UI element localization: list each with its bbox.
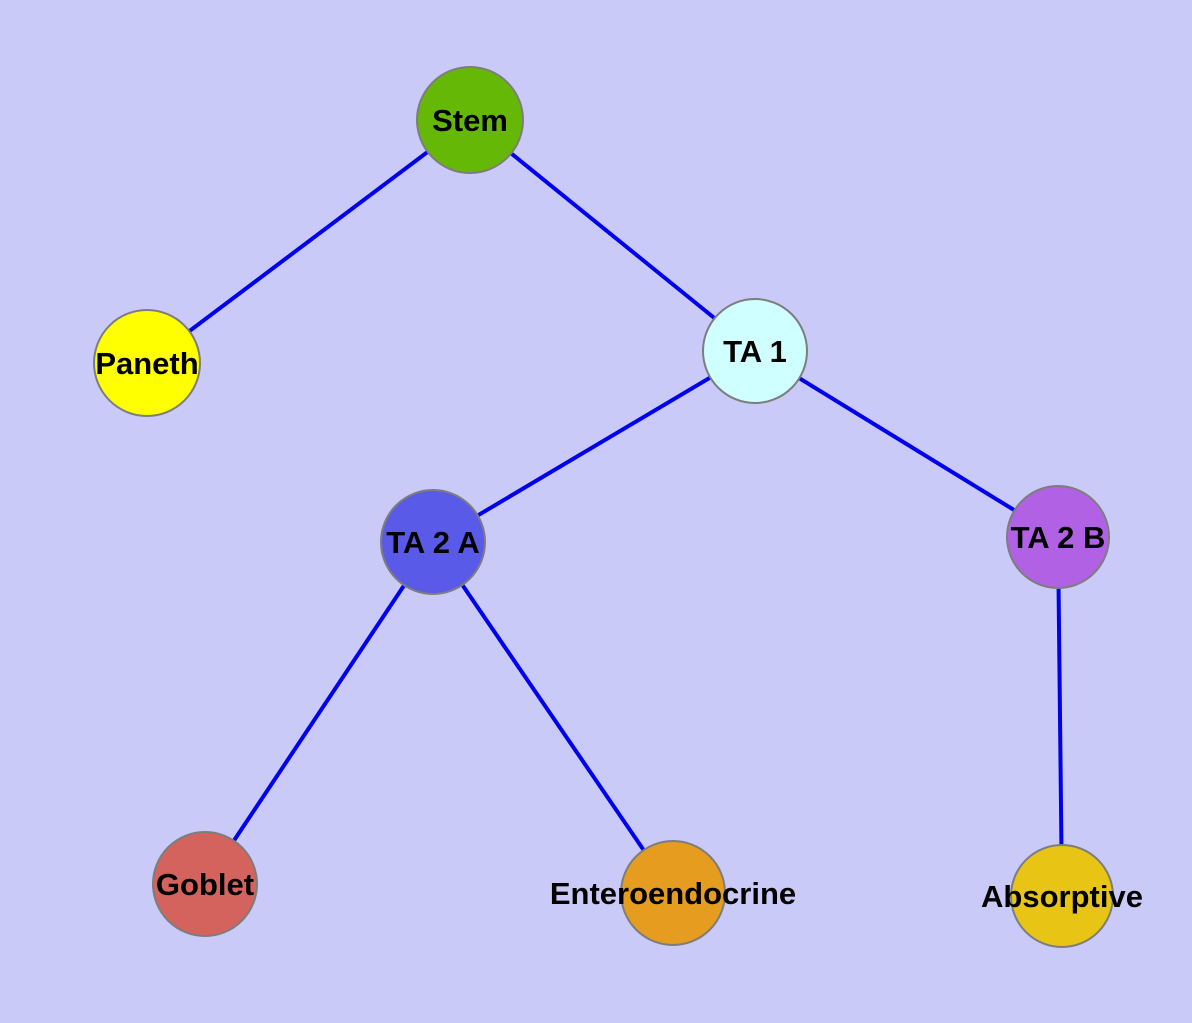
node-goblet[interactable]: Goblet: [152, 831, 258, 937]
node-label-enteroendocrine: Enteroendocrine: [550, 876, 796, 911]
edge-ta2b-absorptive: [1056, 536, 1064, 897]
node-circle-absorptive[interactable]: [1010, 844, 1114, 948]
edge-ta1-ta2b: [753, 349, 1060, 539]
node-label-absorptive: Absorptive: [981, 879, 1143, 914]
node-circle-enteroendocrine[interactable]: [620, 840, 726, 946]
node-label-ta1: TA 1: [723, 334, 787, 369]
node-circle-ta1[interactable]: [702, 298, 808, 404]
node-ta1[interactable]: TA 1: [702, 298, 808, 404]
node-label-ta2a: TA 2 A: [386, 525, 480, 560]
node-enteroendocrine[interactable]: Enteroendocrine: [550, 840, 796, 946]
node-paneth[interactable]: Paneth: [93, 309, 201, 417]
node-label-paneth: Paneth: [95, 346, 198, 381]
node-ta2b[interactable]: TA 2 B: [1006, 485, 1110, 589]
edge-ta1-ta2a: [431, 349, 757, 544]
edge-stem-ta1: [468, 118, 757, 353]
node-ta2a[interactable]: TA 2 A: [380, 489, 486, 595]
node-circle-paneth[interactable]: [93, 309, 201, 417]
node-label-stem: Stem: [432, 103, 508, 138]
edge-stem-paneth: [145, 118, 472, 365]
edges-layer: [145, 118, 1064, 897]
node-circle-ta2b[interactable]: [1006, 485, 1110, 589]
edge-ta2a-enteroendocrine: [431, 540, 675, 895]
node-circle-ta2a[interactable]: [380, 489, 486, 595]
node-circle-goblet[interactable]: [152, 831, 258, 937]
edge-ta2a-goblet: [203, 540, 435, 886]
node-label-ta2b: TA 2 B: [1011, 520, 1106, 555]
node-circle-stem[interactable]: [416, 66, 524, 174]
node-stem[interactable]: Stem: [416, 66, 524, 174]
node-label-goblet: Goblet: [156, 867, 254, 902]
node-absorptive[interactable]: Absorptive: [981, 844, 1143, 948]
